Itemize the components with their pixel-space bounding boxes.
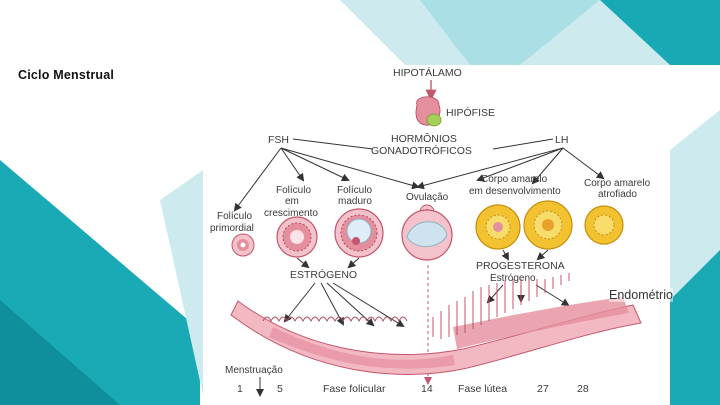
endometrium-overlay-label: Endométrio <box>609 288 673 302</box>
mature-follicle-icon <box>334 208 384 258</box>
atrophied-cl-label-2: atrofiado <box>598 189 637 200</box>
mature-follicle-label-1: Folículo <box>337 185 372 196</box>
luteal-phase-label: Fase lútea <box>458 383 507 395</box>
follicular-phase-label: Fase folicular <box>323 383 386 395</box>
day-27-label: 27 <box>537 383 549 395</box>
pituitary-label: HIPÓFISE <box>446 106 495 119</box>
lh-label: LH <box>555 134 568 146</box>
mature-corpus-luteum-icon <box>523 200 573 250</box>
menstruation-label: Menstruação <box>225 365 283 376</box>
follicle-hormone-arrows <box>296 249 549 269</box>
pituitary-icon <box>415 96 442 127</box>
developing-cl-label-2: em desenvolvimento <box>469 186 561 197</box>
growing-follicle-icon <box>276 216 318 258</box>
developing-corpus-luteum-icon <box>475 204 521 250</box>
menstrual-cycle-diagram: HIPOTÁLAMO HIPÓFISE HORMÔNIOS GONADOTRÓF… <box>203 65 670 397</box>
bg-shape-right-teal <box>670 250 720 405</box>
hypothalamus-label: HIPOTÁLAMO <box>393 66 462 79</box>
developing-cl-label-1: Corpo amarelo <box>481 174 548 185</box>
day-1-label: 1 <box>237 383 243 395</box>
bg-shape-top-right-teal <box>600 0 720 65</box>
hormone-lines <box>233 138 605 212</box>
mature-follicle-label-2: maduro <box>338 196 372 207</box>
primordial-follicle-label-2: primordial <box>210 223 254 234</box>
growing-follicle-label-1: Folículo <box>276 185 311 196</box>
primordial-follicle-label-1: Folículo <box>217 211 252 222</box>
estrogen-label: ESTRÓGENO <box>290 268 357 281</box>
endometrium-illustration <box>230 273 642 375</box>
atrophied-corpus-luteum-icon <box>584 205 624 245</box>
gonadotropins-label-2: GONADOTRÓFICOS <box>371 144 472 157</box>
bg-shape-top-teal <box>420 0 600 65</box>
bg-shape-left-dark <box>0 300 120 405</box>
day-14-label: 14 <box>421 383 433 395</box>
gonadotropins-label-1: HORMÔNIOS <box>391 132 457 145</box>
fsh-label: FSH <box>268 134 289 146</box>
progesterone-label: PROGESTERONA <box>476 260 565 272</box>
ovulation-label: Ovulação <box>406 192 449 203</box>
slide-title: Ciclo Menstrual <box>18 68 115 82</box>
primordial-follicle-icon <box>231 233 255 257</box>
atrophied-cl-label-1: Corpo amarelo <box>584 178 651 189</box>
growing-follicle-label-2: em <box>285 196 299 207</box>
bg-shape-left-light <box>160 170 203 395</box>
ovulation-follicle-icon <box>401 204 453 261</box>
growing-follicle-label-3: crescimento <box>264 208 318 219</box>
day-28-label: 28 <box>577 383 589 395</box>
day-5-label: 5 <box>277 383 283 395</box>
estrogen-small-label: Estrógeno <box>490 273 536 284</box>
